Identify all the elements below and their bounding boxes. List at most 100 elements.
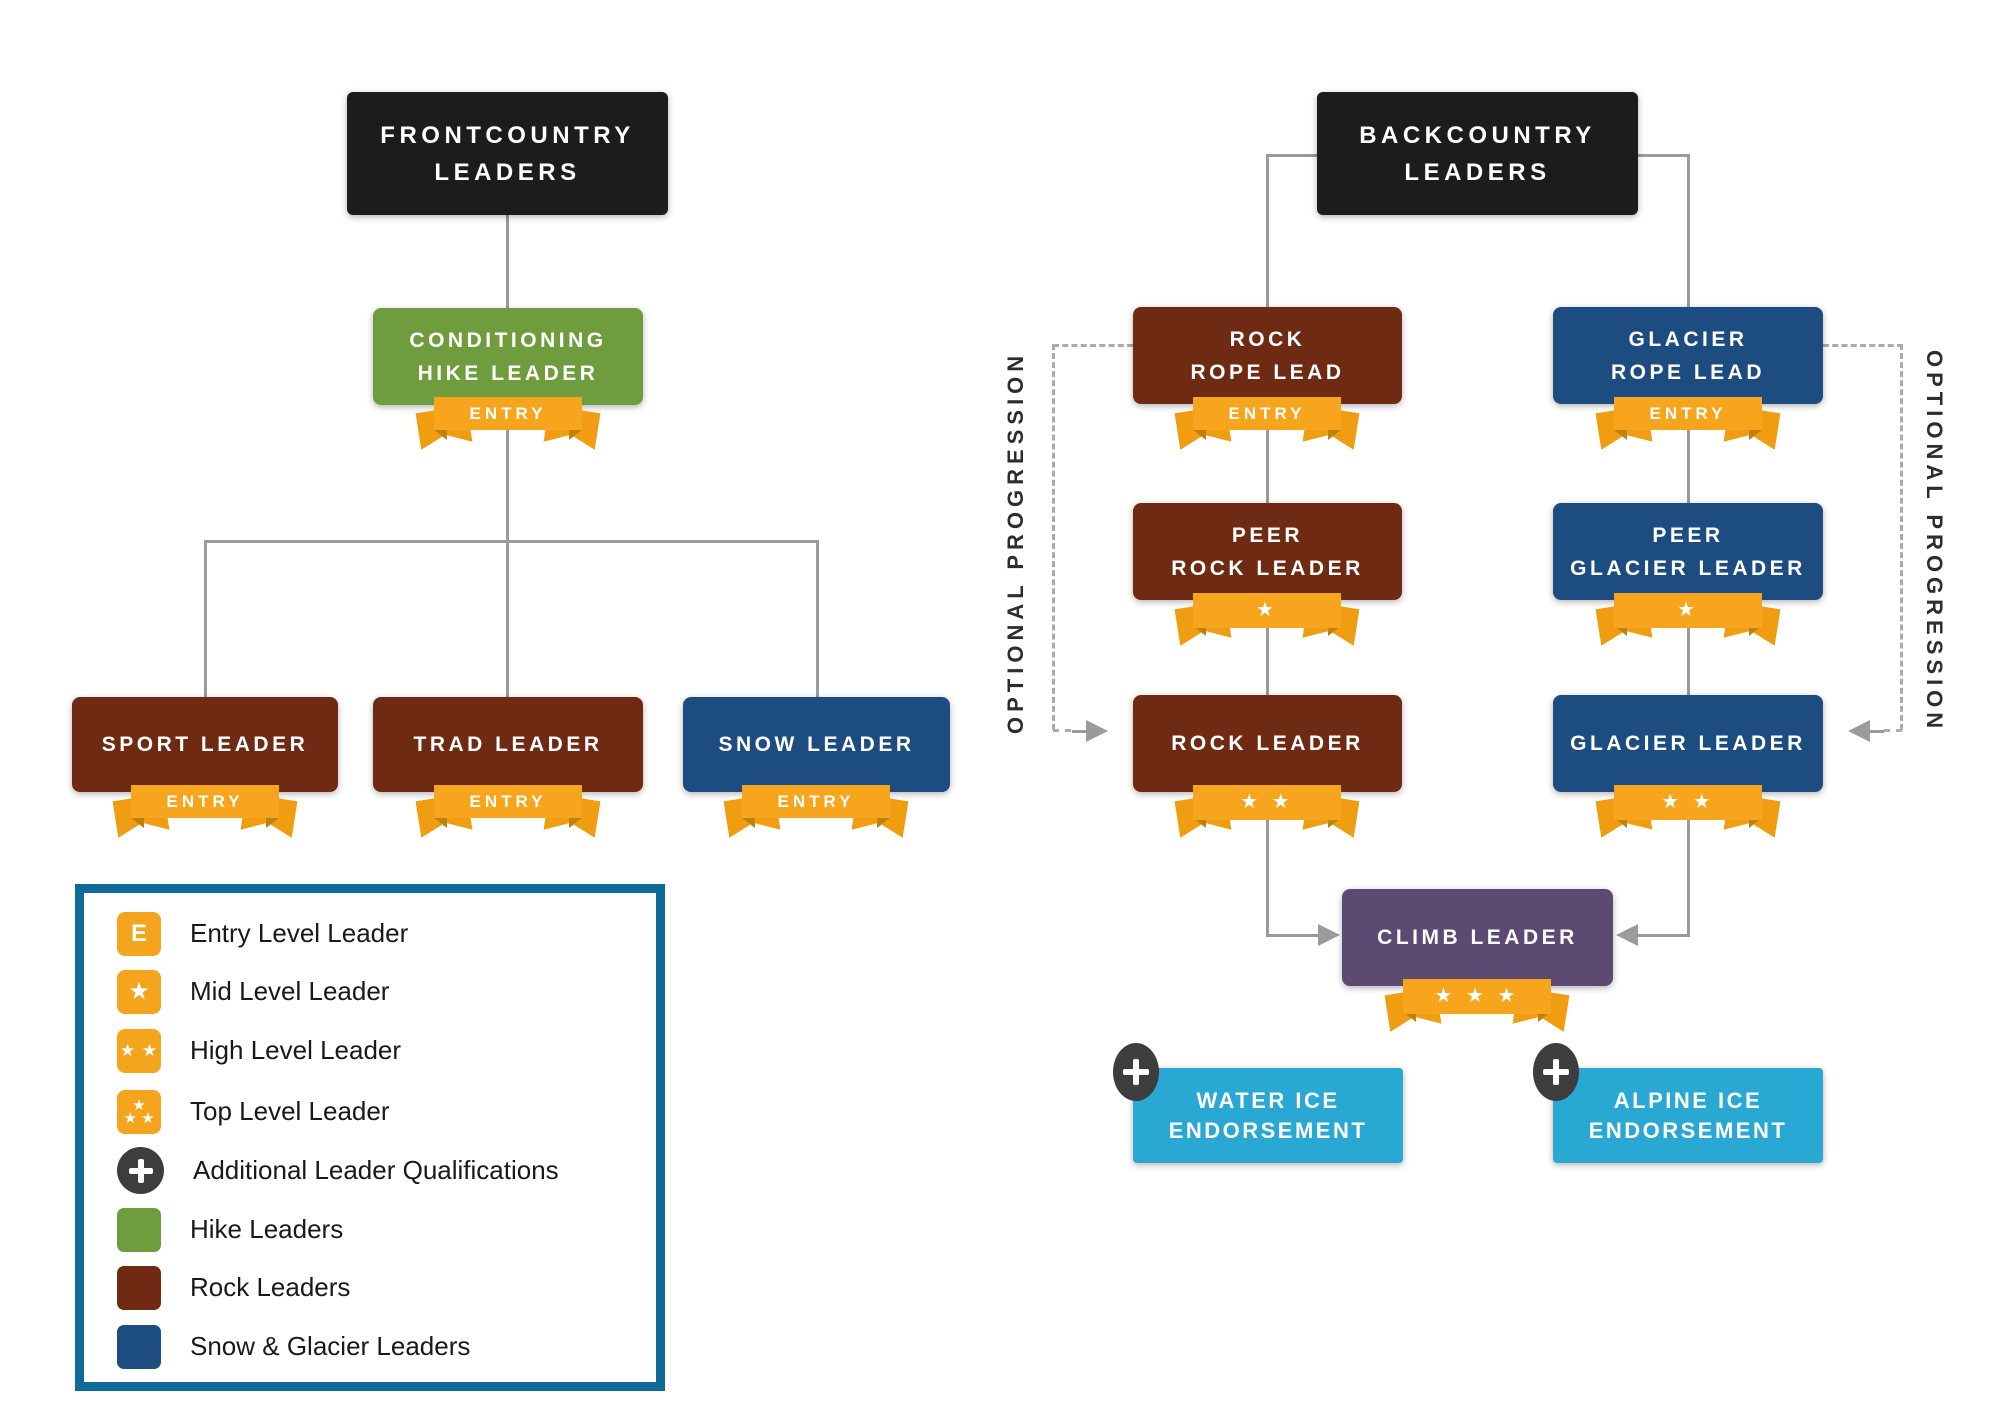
climb-leader-three-star-ribbon: ★ ★ ★ — [1389, 979, 1565, 1031]
entry-level-icon: E — [117, 911, 161, 956]
rock-leaders-swatch — [117, 1265, 161, 1310]
legend-label: Entry Level Leader — [190, 918, 409, 948]
peer-glacier-star-ribbon: ★ — [1600, 593, 1776, 645]
legend-item-hike: Hike Leaders — [117, 1206, 343, 1253]
trad-label: TRAD LEADER — [413, 733, 603, 756]
legend-item-mid: ★ Mid Level Leader — [117, 968, 389, 1015]
legend-label: Snow & Glacier Leaders — [190, 1331, 471, 1361]
optional-progression-label-left: OPTIONAL PROGRESSION — [1003, 350, 1028, 734]
plus-icon — [1123, 1059, 1149, 1085]
backcountry-leaders-box: BACKCOUNTRY LEADERS — [1317, 92, 1638, 215]
conditioning-hike-leader-box: CONDITIONING HIKE LEADER — [373, 308, 643, 405]
two-star-badge: ★ ★ — [1614, 785, 1762, 820]
connector-glacier-to-climb-h — [1638, 934, 1690, 937]
optional-dash-stub-left — [1053, 729, 1071, 732]
legend-label: Additional Leader Qualifications — [193, 1155, 559, 1185]
legend-label: Top Level Leader — [190, 1096, 390, 1126]
optional-dash-left — [1052, 344, 1055, 730]
legend-item-snow-glacier: Snow & Glacier Leaders — [117, 1323, 470, 1370]
legend-label: Rock Leaders — [190, 1272, 351, 1302]
backcountry-label-line2: LEADERS — [1404, 158, 1551, 186]
glacier-rope-line1: GLACIER — [1628, 327, 1748, 351]
glacier-leader-two-star-ribbon: ★ ★ — [1600, 785, 1776, 837]
glacier-rope-entry-ribbon: ENTRY — [1600, 397, 1776, 449]
optional-dash-right — [1900, 344, 1903, 730]
optional-arrow-stem-right — [1870, 730, 1884, 733]
one-star-badge: ★ — [1614, 593, 1762, 628]
legend-item-top: ★ ★ ★ Top Level Leader — [117, 1088, 389, 1135]
trad-entry-ribbon: ENTRY — [420, 785, 596, 837]
connector-glacier-1 — [1687, 430, 1690, 504]
arrow-into-glacier-leader — [1848, 720, 1870, 742]
connector-rock-2 — [1266, 626, 1269, 696]
hike-entry-ribbon: ENTRY — [420, 397, 596, 449]
legend-item-additional: Additional Leader Qualifications — [117, 1147, 559, 1194]
three-stars: ★ ★ ★ — [123, 1096, 155, 1127]
mid-level-star-icon: ★ — [117, 969, 161, 1014]
glacier-rope-lead-box: GLACIER ROPE LEAD — [1553, 307, 1823, 404]
rock-leader-label: ROCK LEADER — [1171, 732, 1364, 755]
connector-rock-to-climb — [1266, 818, 1269, 936]
legend-box: E Entry Level Leader ★ Mid Level Leader … — [75, 884, 665, 1391]
hike-label-line1: CONDITIONING — [409, 328, 607, 352]
connector-backcountry-right — [1636, 154, 1690, 157]
connector-glacier-to-climb — [1687, 818, 1690, 936]
high-level-stars-icon: ★ ★ — [117, 1028, 161, 1073]
snow-label: SNOW LEADER — [718, 733, 915, 756]
sport-label: SPORT LEADER — [101, 733, 309, 756]
optional-dash-top-right — [1823, 344, 1903, 347]
backcountry-label-line1: BACKCOUNTRY — [1359, 121, 1596, 149]
snow-entry-ribbon: ENTRY — [728, 785, 904, 837]
sport-entry-ribbon: ENTRY — [117, 785, 293, 837]
peer-rock-star-ribbon: ★ — [1179, 593, 1355, 645]
legend-item-high: ★ ★ High Level Leader — [117, 1027, 401, 1074]
peer-rock-line2: ROCK LEADER — [1171, 556, 1364, 580]
three-star-badge: ★ ★ ★ — [1403, 979, 1551, 1014]
connector-to-glacier-rope — [1687, 154, 1690, 307]
connector-frontcountry-to-hike — [506, 215, 509, 310]
peer-rock-line1: PEER — [1231, 523, 1304, 547]
optional-dash-top-left — [1053, 344, 1133, 347]
entry-badge: ENTRY — [434, 785, 582, 818]
plus-icon — [1543, 1059, 1569, 1085]
legend-label: Mid Level Leader — [190, 976, 390, 1006]
legend-item-entry: E Entry Level Leader — [117, 910, 408, 957]
hike-leaders-swatch — [117, 1207, 161, 1252]
sport-leader-box: SPORT LEADER — [72, 697, 338, 792]
legend-item-rock: Rock Leaders — [117, 1264, 350, 1311]
connector-glacier-2 — [1687, 626, 1690, 696]
entry-badge: ENTRY — [131, 785, 279, 818]
optional-dash-stub-right — [1884, 729, 1902, 732]
rock-rope-entry-ribbon: ENTRY — [1179, 397, 1355, 449]
snow-leader-box: SNOW LEADER — [683, 697, 950, 792]
connector-hike-down — [506, 430, 509, 542]
plus-icon — [128, 1158, 153, 1183]
peer-glacier-line2: GLACIER LEADER — [1570, 556, 1806, 580]
trad-leader-box: TRAD LEADER — [373, 697, 643, 792]
climb-leader-label: CLIMB LEADER — [1377, 926, 1578, 949]
one-star: ★ — [128, 977, 150, 1005]
entry-badge: ENTRY — [1193, 397, 1341, 430]
frontcountry-label-line1: FRONTCOUNTRY — [380, 121, 635, 149]
plus-badge-water-ice — [1113, 1043, 1159, 1101]
connector-rock-1 — [1266, 430, 1269, 504]
entry-letter: E — [130, 919, 147, 947]
additional-qualifications-icon — [117, 1147, 164, 1194]
frontcountry-leaders-box: FRONTCOUNTRY LEADERS — [347, 92, 668, 215]
one-star-badge: ★ — [1193, 593, 1341, 628]
rock-leader-two-star-ribbon: ★ ★ — [1179, 785, 1355, 837]
entry-badge: ENTRY — [434, 397, 582, 430]
two-star-badge: ★ ★ — [1193, 785, 1341, 820]
glacier-leader-box: GLACIER LEADER — [1553, 695, 1823, 792]
peer-glacier-leader-box: PEER GLACIER LEADER — [1553, 503, 1823, 600]
rock-rope-lead-box: ROCK ROPE LEAD — [1133, 307, 1402, 404]
water-ice-line2: ENDORSEMENT — [1168, 1117, 1368, 1143]
arrow-into-rock-leader — [1086, 720, 1108, 742]
hike-label-line2: HIKE LEADER — [417, 361, 599, 385]
legend-label: High Level Leader — [190, 1035, 402, 1065]
arrow-into-climb-left — [1318, 924, 1340, 946]
rock-leader-box: ROCK LEADER — [1133, 695, 1402, 792]
rock-rope-line1: ROCK — [1229, 327, 1306, 351]
rock-rope-line2: ROPE LEAD — [1190, 360, 1345, 384]
alpine-ice-line2: ENDORSEMENT — [1588, 1117, 1788, 1143]
